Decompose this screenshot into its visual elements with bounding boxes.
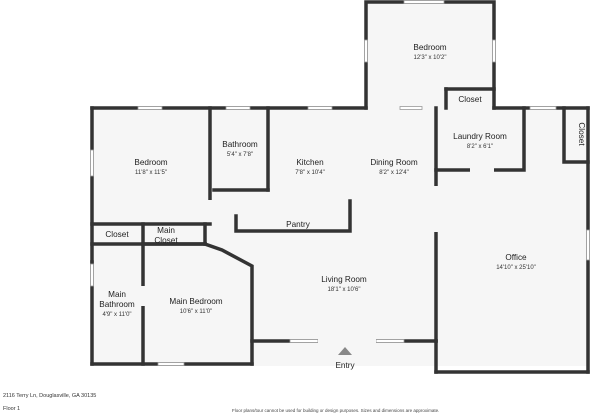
room-name-bathroom: Bathroom <box>222 140 258 149</box>
floor-caption: Floor 1 <box>3 406 21 412</box>
room-dims-living-room: 18'1" x 10'6" <box>328 287 361 293</box>
room-name-closet-top: Closet <box>458 95 482 104</box>
room-dims-bedroom-top: 12'3" x 10'2" <box>414 55 447 61</box>
entry-label: Entry <box>335 361 355 370</box>
room-name-office: Office <box>505 253 527 262</box>
room-dims-office: 14'10" x 25'10" <box>496 265 536 271</box>
room-name-main-closet-line1: Main <box>157 226 175 235</box>
room-name-bedroom-left: Bedroom <box>134 158 167 167</box>
room-name-main-bathroom-line1: Main <box>108 290 126 299</box>
address-caption: 2116 Terry Ln, Douglasville, GA 30135 <box>3 393 97 399</box>
entry-arrow-icon <box>338 347 352 355</box>
room-dims-laundry-room: 8'2" x 6'1" <box>467 144 493 150</box>
room-name-closet-left: Closet <box>105 230 129 239</box>
room-name-main-closet-line2: Closet <box>154 236 178 245</box>
disclaimer-text: Floor plans/tour cannot be used for buil… <box>232 408 440 413</box>
room-dims-main-bedroom: 10'6" x 11'0" <box>180 309 212 315</box>
room-name-kitchen: Kitchen <box>296 158 324 167</box>
room-name-laundry-room: Laundry Room <box>453 132 507 141</box>
room-name-main-bathroom-line2: Bathroom <box>99 300 135 309</box>
room-name-closet-right: Closet <box>577 122 586 146</box>
windows <box>90 0 590 366</box>
door-openings <box>141 168 494 343</box>
room-name-pantry: Pantry <box>286 220 311 229</box>
room-dims-bathroom: 5'4" x 7'8" <box>227 152 253 158</box>
room-name-bedroom-top: Bedroom <box>413 43 446 52</box>
room-dims-kitchen: 7'8" x 10'4" <box>295 170 325 176</box>
floor-area <box>92 2 588 366</box>
room-dims-bedroom-left: 11'8" x 11'5" <box>135 170 167 176</box>
room-dims-main-bathroom: 4'9" x 11'0" <box>102 312 131 318</box>
room-name-dining-room: Dining Room <box>370 158 418 167</box>
room-name-main-bedroom: Main Bedroom <box>169 297 222 306</box>
room-dims-dining-room: 8'2" x 12'4" <box>379 170 409 176</box>
room-name-living-room: Living Room <box>321 275 367 284</box>
